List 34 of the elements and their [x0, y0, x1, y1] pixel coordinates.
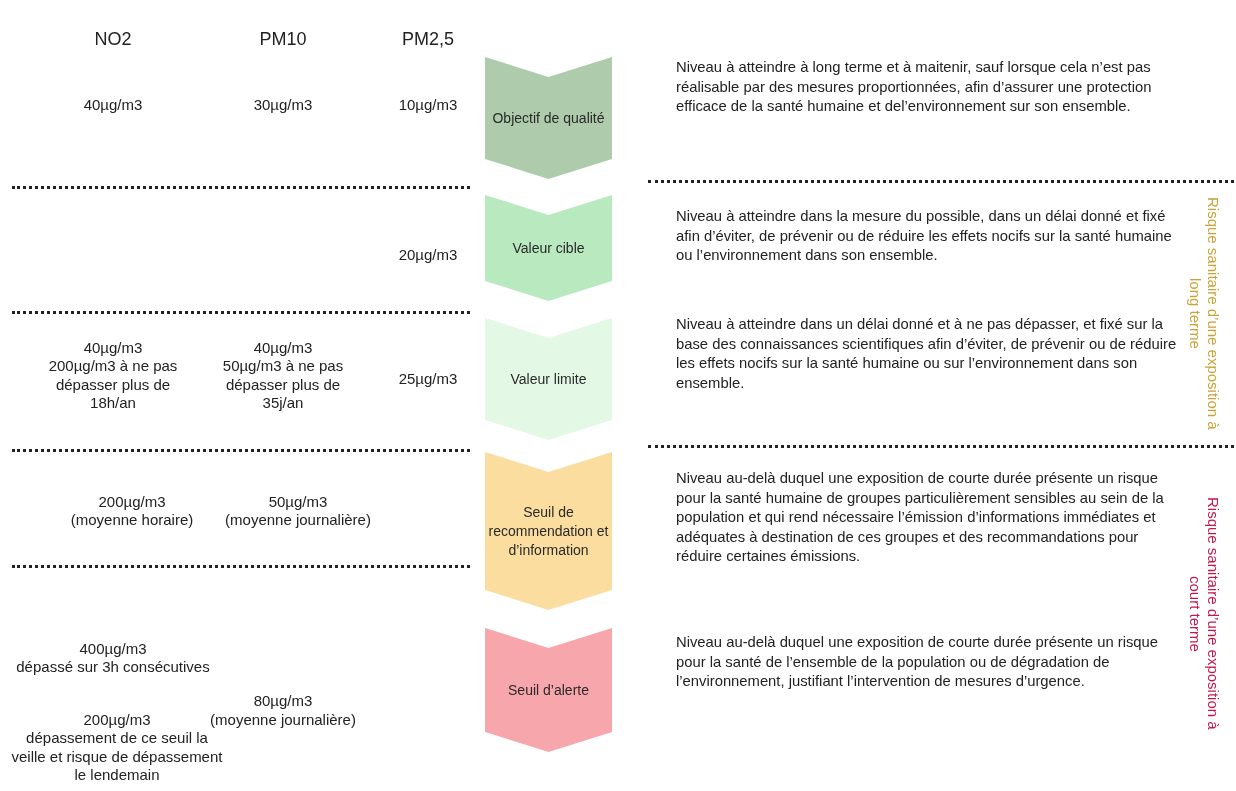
- threshold-value: (moyenne horaire): [69, 511, 195, 530]
- threshold-value: 40µg/m3: [82, 96, 144, 115]
- threshold-value: (moyenne journalière): [224, 511, 372, 530]
- column-header: NO2: [93, 30, 133, 49]
- level-name: Seuil d’alerte: [507, 680, 590, 700]
- threshold-value: 40µg/m3: [82, 339, 144, 358]
- column-header: PM10: [258, 30, 308, 49]
- threshold-value: 200µg/m3: [82, 711, 152, 730]
- threshold-value: 40µg/m3: [252, 339, 314, 358]
- level-description: Niveau à atteindre dans la mesure du possible, dans un délai donné et fixé afin d’éviter, de prévenir ou de réduire les effets nocifs sur la santé humaine ou l’environnement dans son ensemble.: [676, 207, 1173, 265]
- threshold-value: 80µg/m3: [252, 692, 314, 711]
- threshold-value: dépassement de ce seuil la veille et risque de dépassement le lendemain: [10, 729, 224, 785]
- level-name: Objectif de qualité: [491, 108, 606, 128]
- level-name: Valeur limite: [509, 369, 588, 389]
- threshold-value: 400µg/m3: [78, 640, 148, 659]
- threshold-value: 200µg/m3 à ne pas dépasser plus de 18h/an: [47, 357, 179, 413]
- column-header: PM2,5: [401, 30, 455, 49]
- threshold-value: 10µg/m3: [397, 96, 459, 115]
- risk-category-label: Risque sanitaire d’une exposition à court terme: [1186, 496, 1222, 732]
- level-description: Niveau à atteindre à long terme et à maitenir, sauf lorsque cela n’est pas réalisable par des mesures proportionnées, afin d’assurer une protection efficace de la santé humaine et del’environnement sur son ensemble.: [676, 58, 1153, 116]
- threshold-value: 20µg/m3: [397, 246, 459, 265]
- level-name: Seuil de recommendation et d’information: [487, 502, 610, 560]
- level-description: Niveau au-delà duquel une exposition de courte durée présente un risque pour la santé humaine de groupes particulièrement sensibles au sein de la population et qui rend nécessaire l’émission d’informations immédiates et adéquates à destination de ces groupes et des recommandations pour réduire certaines émissions.: [676, 469, 1165, 566]
- threshold-value: 25µg/m3: [397, 370, 459, 389]
- threshold-value: 50µg/m3: [267, 493, 329, 512]
- level-name: Valeur cible: [511, 238, 586, 258]
- threshold-value: dépassé sur 3h consécutives: [15, 658, 211, 677]
- threshold-value: 50µg/m3 à ne pas dépasser plus de 35j/an: [221, 357, 345, 413]
- threshold-value: 200µg/m3: [97, 493, 167, 512]
- threshold-value: 30µg/m3: [252, 96, 314, 115]
- level-description: Niveau à atteindre dans un délai donné et à ne pas dépasser, et fixé sur la base des connaissances scientifiques afin d’éviter, de prévenir ou de réduire les effets nocifs sur la santé humaine ou sur l’environnement dans son ensemble.: [676, 315, 1178, 393]
- threshold-value: (moyenne journalière): [209, 711, 357, 730]
- level-description: Niveau au-delà duquel une exposition de courte durée présente un risque pour la santé de l’ensemble de la population ou de dégradation de l’environnement, justifiant l’intervention de mesures d’urgence.: [676, 633, 1160, 691]
- risk-category-label: Risque sanitaire d’une exposition à long terme: [1186, 196, 1222, 432]
